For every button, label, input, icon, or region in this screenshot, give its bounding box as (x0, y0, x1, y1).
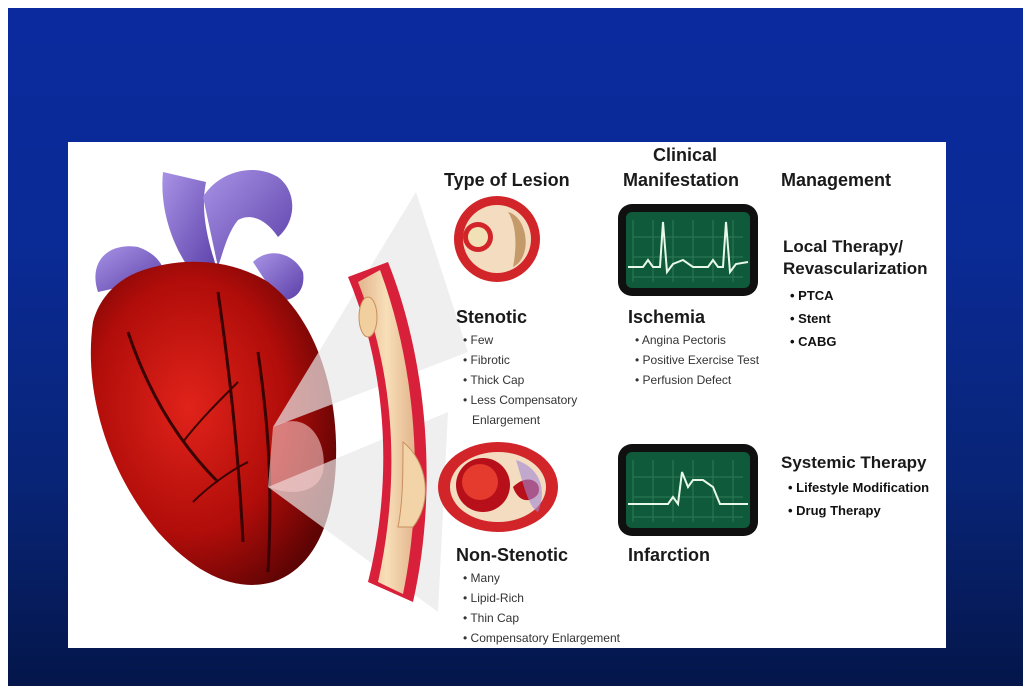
infarction-label: Infarction (628, 545, 710, 566)
header-type-of-lesion: Type of Lesion (444, 170, 570, 191)
list-item: CABG (790, 330, 836, 353)
list-item: Lifestyle Modification (788, 476, 929, 499)
list-item: Angina Pectoris (635, 330, 759, 350)
systemic-therapy-list: Lifestyle Modification Drug Therapy (788, 476, 929, 522)
list-item: Fibrotic (463, 350, 577, 370)
non-stenotic-label: Non-Stenotic (456, 545, 568, 566)
stenotic-label: Stenotic (456, 307, 527, 328)
local-therapy-list: PTCA Stent CABG (790, 284, 836, 353)
systemic-therapy-title: Systemic Therapy (781, 452, 927, 474)
list-item: Stent (790, 307, 836, 330)
non-stenotic-lesion-cross-section (438, 442, 558, 532)
local-therapy-title-line2: Revascularization (783, 258, 928, 280)
list-item: Few (463, 330, 577, 350)
list-item: Many (463, 568, 620, 588)
local-therapy-title-line1: Local Therapy/ (783, 236, 903, 258)
diagram-panel: Type of Lesion Clinical Manifestation Ma… (68, 142, 946, 648)
list-item: Less Compensatory (463, 390, 577, 410)
stenotic-lesion-cross-section (454, 196, 540, 282)
list-item: Compensatory Enlargement (463, 628, 620, 648)
header-management: Management (781, 170, 891, 191)
ischemia-label: Ischemia (628, 307, 705, 328)
non-stenotic-feature-list: Many Lipid-Rich Thin Cap Compensatory En… (463, 568, 620, 648)
stenotic-feature-list: Few Fibrotic Thick Cap Less Compensatory (463, 330, 577, 410)
ischemia-feature-list: Angina Pectoris Positive Exercise Test P… (635, 330, 759, 390)
stenotic-feature-continuation: Enlargement (472, 410, 540, 430)
list-item: Drug Therapy (788, 499, 929, 522)
list-item: Thick Cap (463, 370, 577, 390)
list-item: Perfusion Defect (635, 370, 759, 390)
list-item: Positive Exercise Test (635, 350, 759, 370)
header-manifestation: Manifestation (623, 170, 739, 191)
list-item: PTCA (790, 284, 836, 307)
heart-illustration (91, 170, 336, 585)
ecg-monitor-infarction (618, 444, 758, 536)
header-clinical: Clinical (653, 145, 717, 166)
list-item: Lipid-Rich (463, 588, 620, 608)
ecg-monitor-ischemia (618, 204, 758, 296)
list-item: Thin Cap (463, 608, 620, 628)
